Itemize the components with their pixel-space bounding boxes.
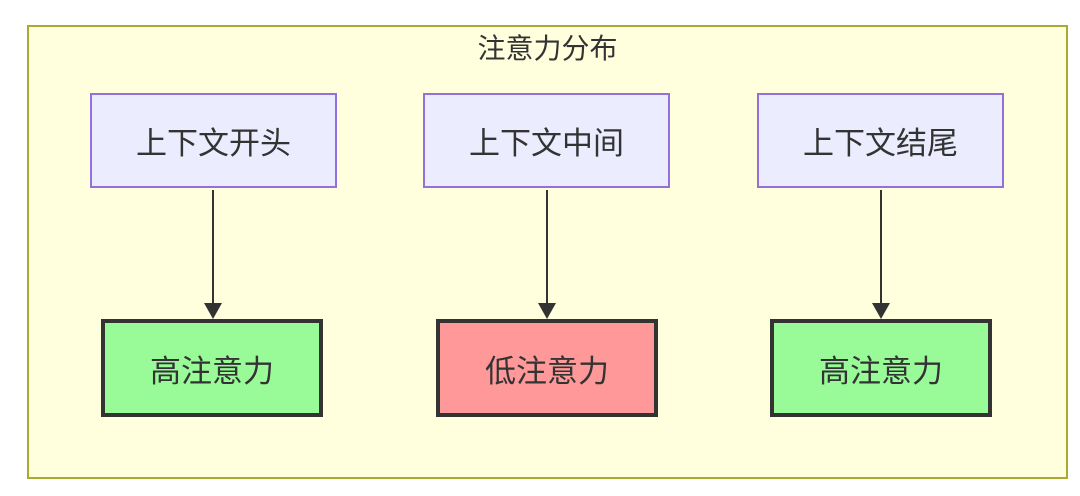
node-high-attention-start: 高注意力	[101, 319, 323, 417]
node-low-attention-middle: 低注意力	[436, 319, 658, 417]
node-high-attention-end: 高注意力	[770, 319, 992, 417]
cluster-title: 注意力分布	[477, 33, 618, 64]
node-context-end: 上下文结尾	[757, 93, 1004, 188]
node-context-middle: 上下文中间	[423, 93, 670, 188]
node-context-start: 上下文开头	[90, 93, 337, 188]
